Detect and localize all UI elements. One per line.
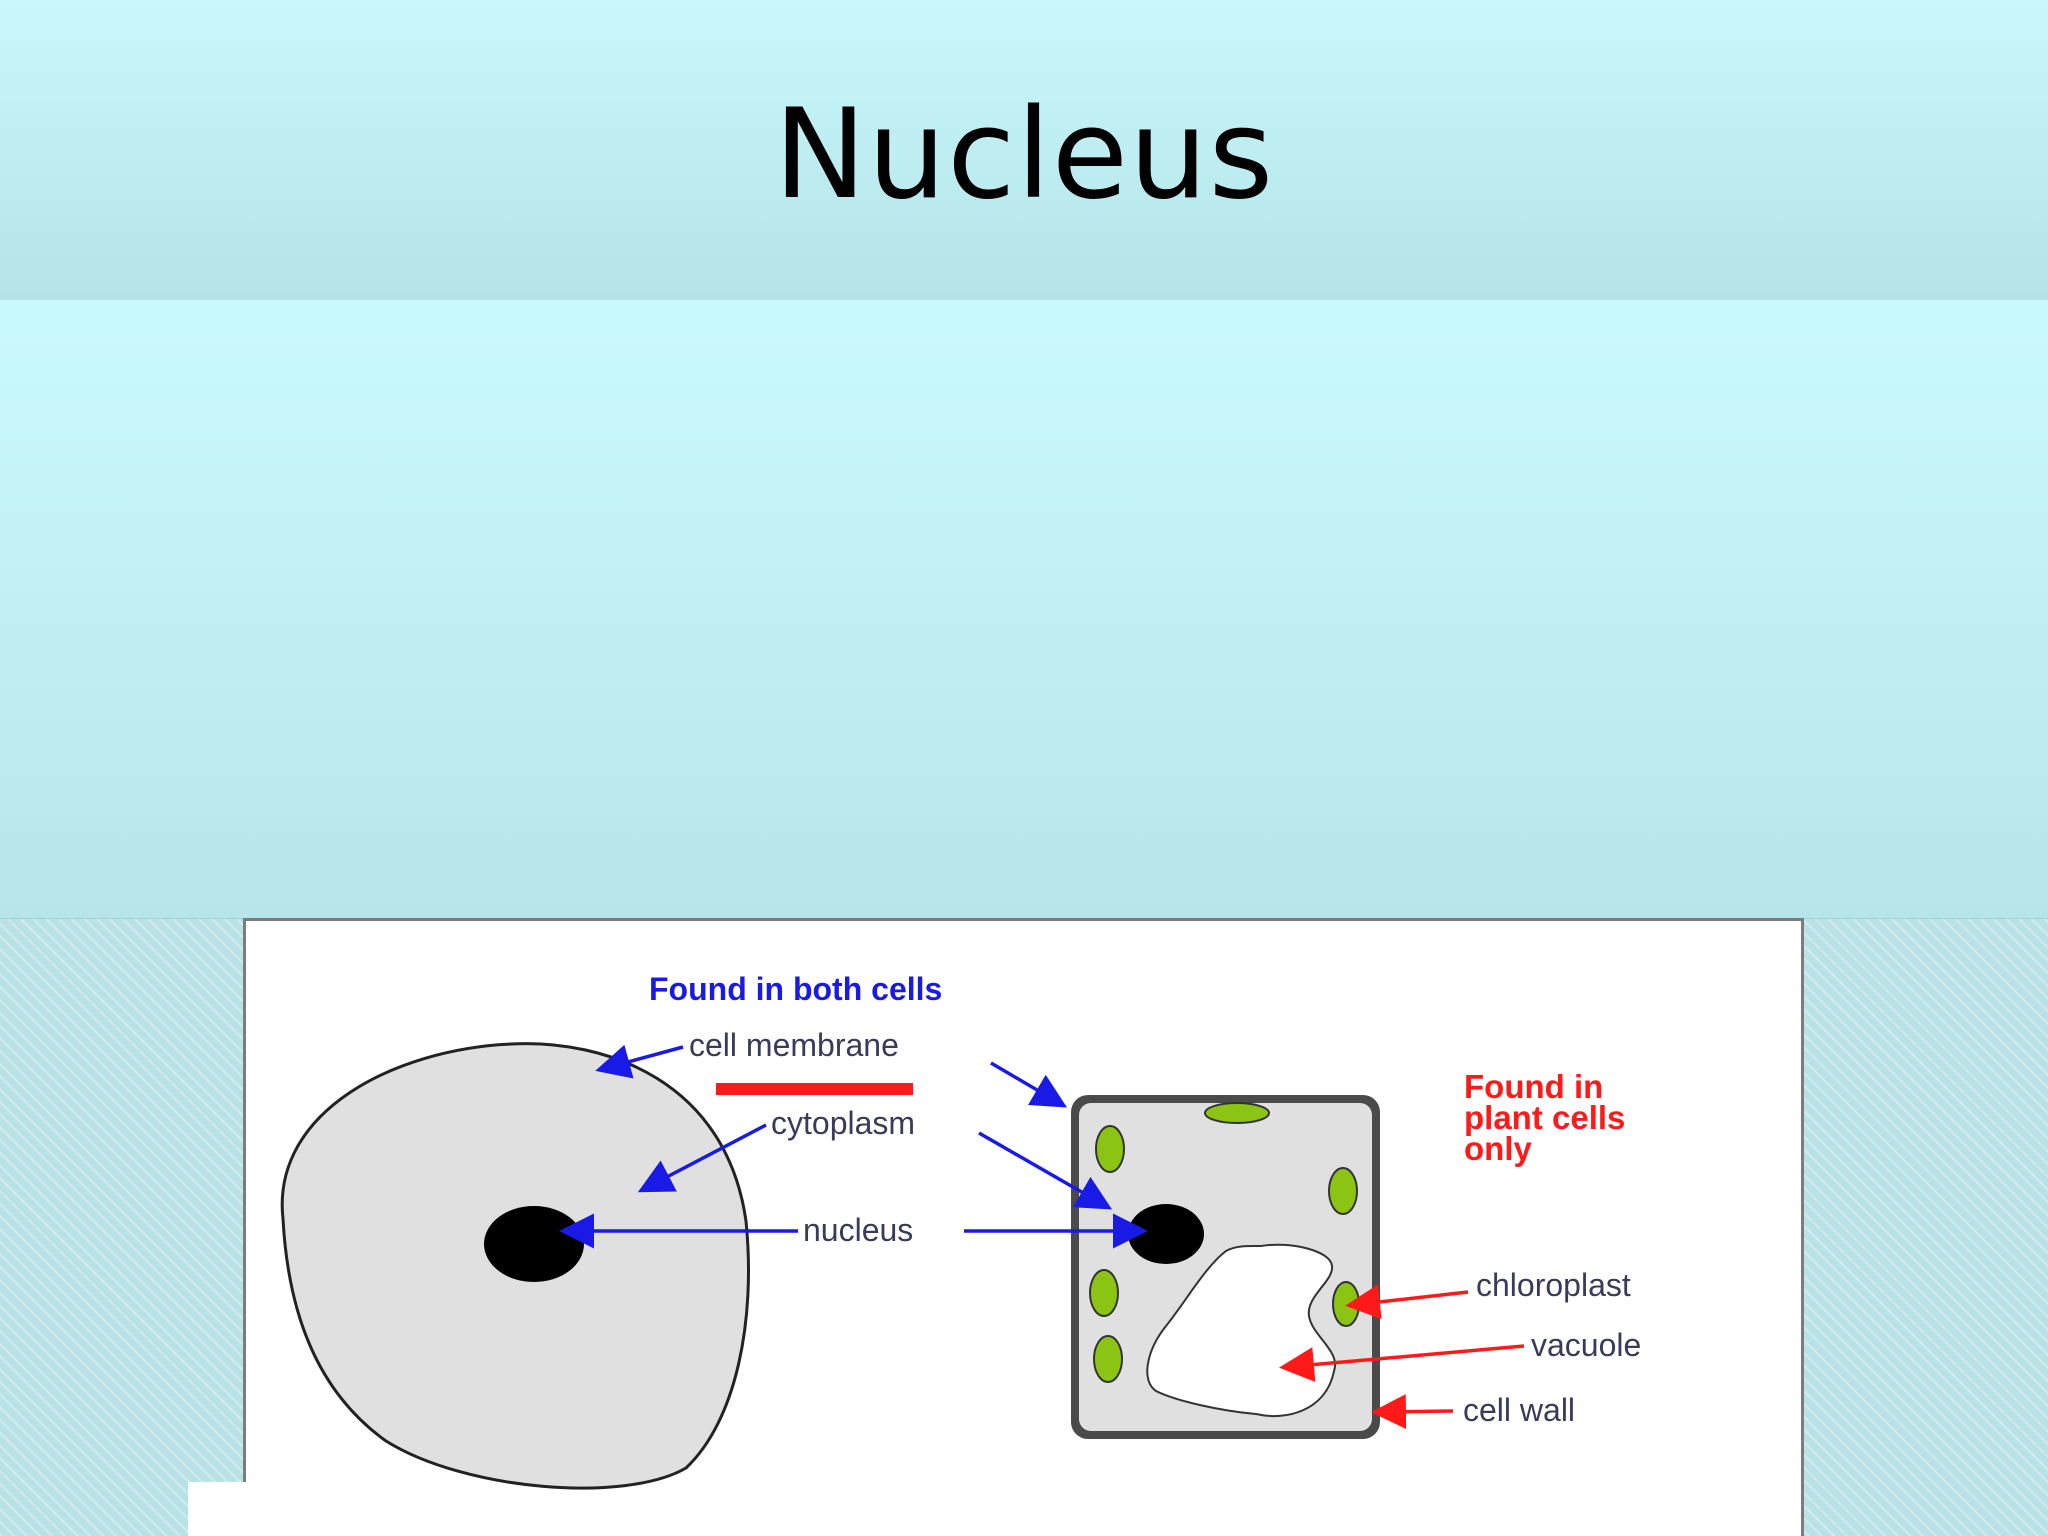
plant-cell-nucleus	[1128, 1204, 1204, 1264]
chloroplast-icon	[1095, 1125, 1125, 1173]
label-cell-wall: cell wall	[1463, 1392, 1575, 1428]
chloroplast-icon	[1093, 1335, 1123, 1383]
highlight-underline	[716, 1083, 913, 1095]
label-nucleus: nucleus	[803, 1212, 913, 1248]
arrow-cytoplasm-animal	[637, 1123, 767, 1193]
heading-plant-only-line1: Found in	[1464, 1068, 1603, 1105]
label-cytoplasm: cytoplasm	[771, 1105, 915, 1141]
chloroplast-icon	[1328, 1167, 1358, 1215]
chloroplast-icon	[1089, 1269, 1119, 1317]
arrow-cell-wall	[1371, 1394, 1454, 1430]
arrow-chloroplast	[1345, 1284, 1469, 1320]
animal-cell-nucleus	[484, 1206, 584, 1282]
title-band: Nucleus	[0, 0, 2048, 301]
heading-plant-only-line2: plant cells	[1464, 1099, 1625, 1136]
label-cell-membrane: cell membrane	[689, 1027, 899, 1063]
arrow-vacuole	[1279, 1344, 1525, 1382]
heading-plant-only-line3: only	[1464, 1130, 1532, 1167]
label-chloroplast: chloroplast	[1476, 1267, 1631, 1303]
content-area	[0, 300, 2048, 919]
arrow-cytoplasm-plant	[978, 1131, 1113, 1210]
slide-title: Nucleus	[773, 83, 1275, 227]
label-vacuole: vacuole	[1531, 1327, 1641, 1363]
cell-diagram: Found in both cells Found in plant cells…	[243, 918, 1804, 1536]
white-patch	[188, 1482, 248, 1536]
arrow-membrane-animal	[595, 1044, 684, 1079]
heading-found-in-both: Found in both cells	[649, 971, 942, 1007]
chloroplast-icon	[1204, 1102, 1270, 1124]
arrow-membrane-plant	[990, 1061, 1068, 1108]
